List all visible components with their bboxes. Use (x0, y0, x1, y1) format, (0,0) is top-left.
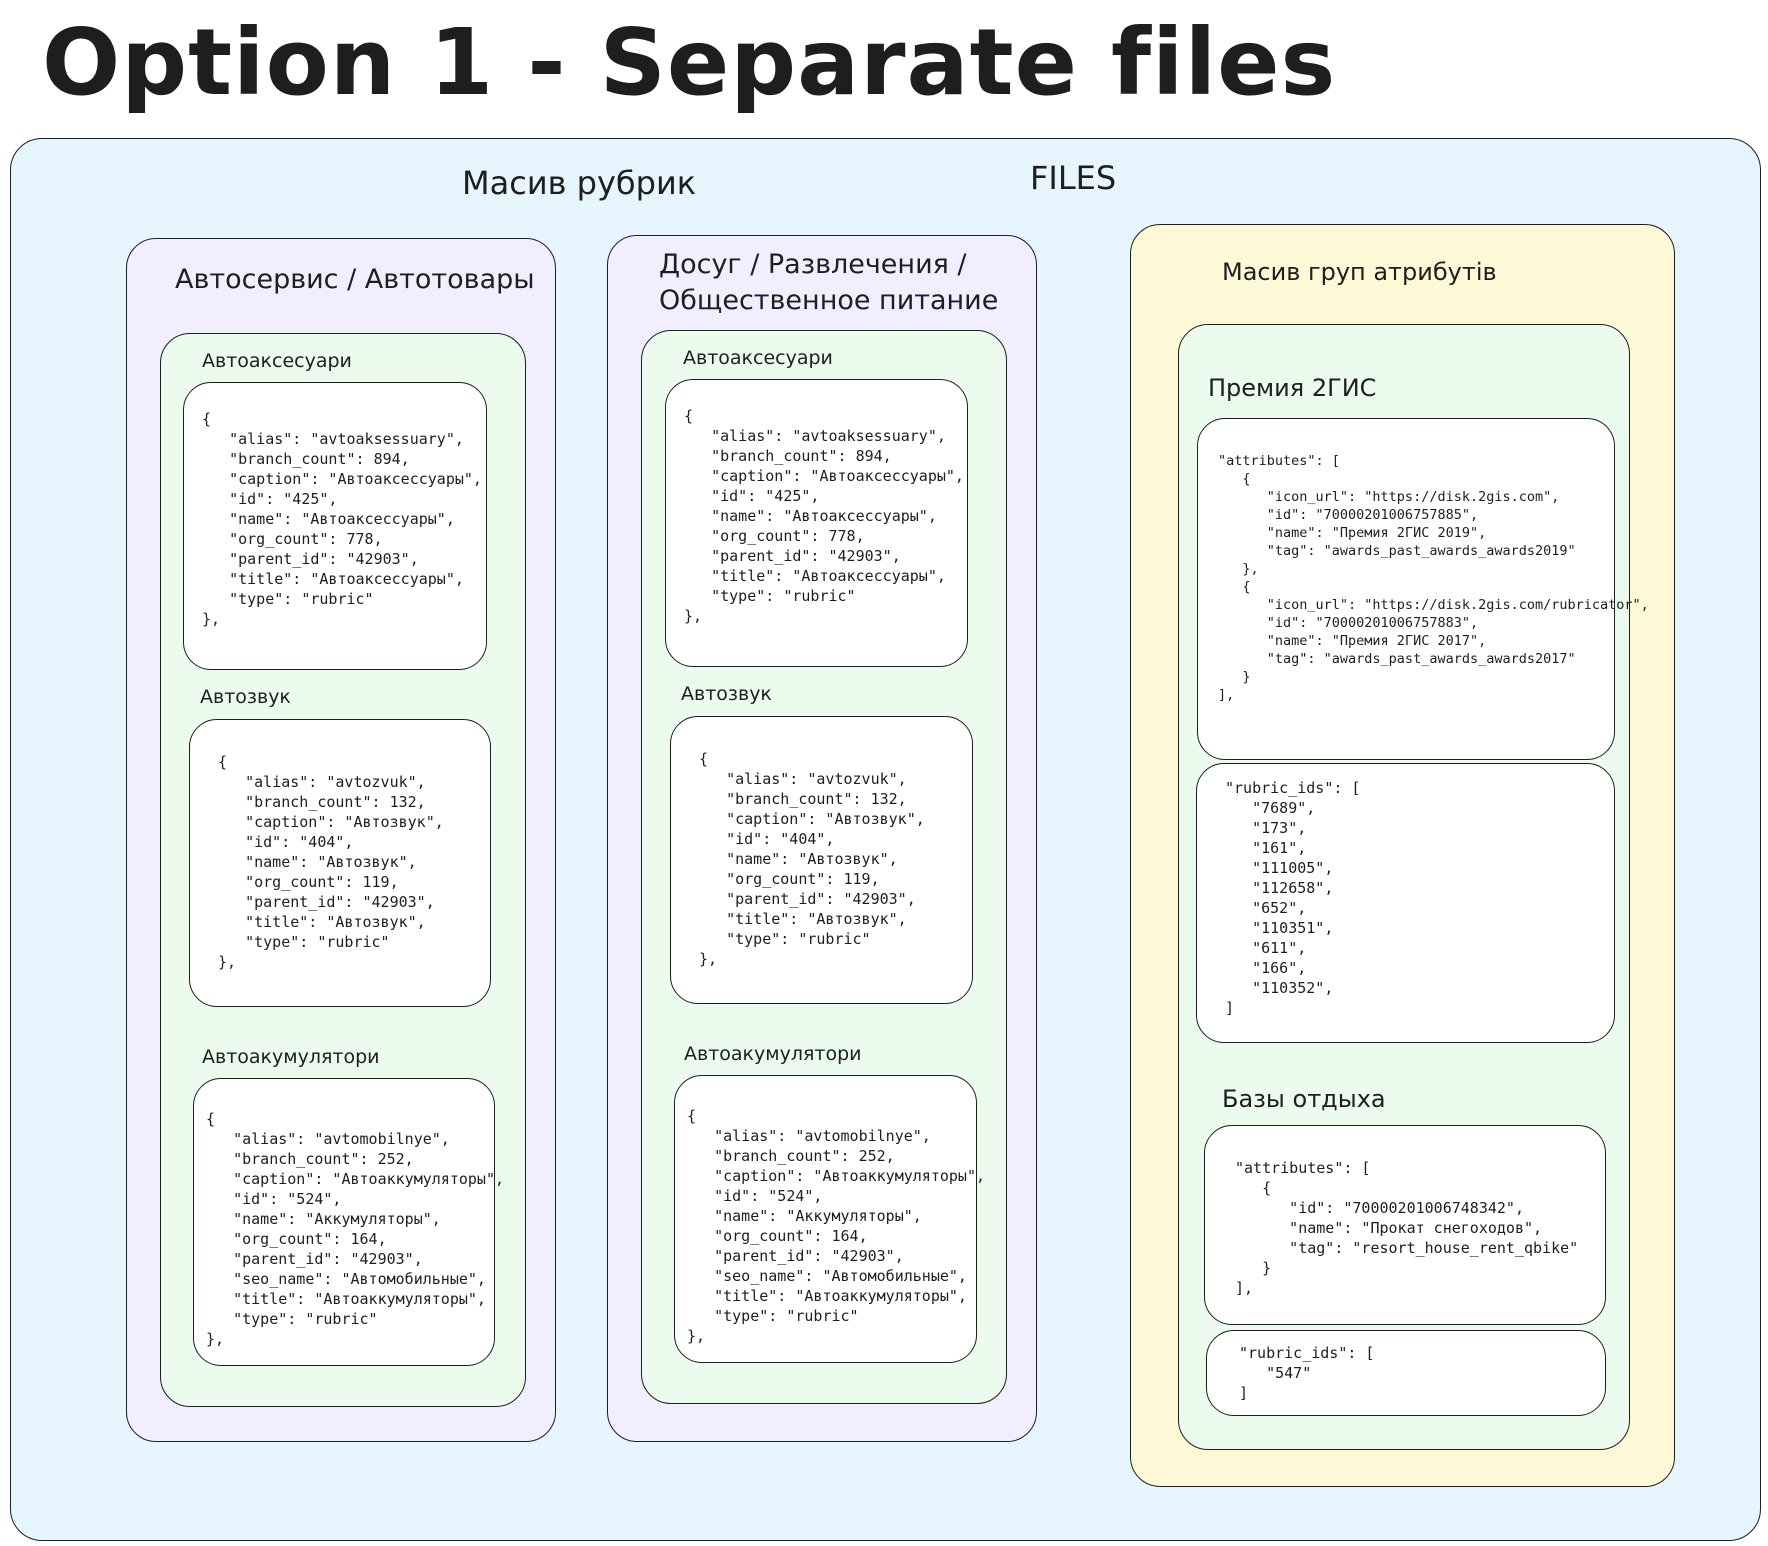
rubric-label: Автоакумулятори (202, 1046, 380, 1068)
rubric-group-2-title: Досуг / Развлечения / Общественное питан… (659, 249, 999, 316)
rubric-json: { "alias": "avtozvuk", "branch_count": 1… (218, 753, 444, 971)
rubric-json-card: { "alias": "avtozvuk", "branch_count": 1… (189, 719, 491, 1007)
rubric-ids-json-card: "rubric_ids": [ "7689", "173", "161", "1… (1196, 763, 1615, 1043)
rubric-group-1-title: Автосервис / Автотовары (175, 264, 535, 295)
attributes-json-card: "attributes": [ { "icon_url": "https://d… (1197, 418, 1649, 760)
rubric-json: { "alias": "avtozvuk", "branch_count": 1… (699, 750, 925, 968)
rubric-json-card: { "alias": "avtoaksessuary", "branch_cou… (665, 379, 968, 667)
rubric-json-card: { "alias": "avtomobilnye", "branch_count… (674, 1075, 986, 1363)
rubric-ids-json: "rubric_ids": [ "547" ] (1239, 1344, 1375, 1402)
attribute-groups-label: Масив груп атрибутів (1222, 258, 1497, 286)
rubric-ids-json-card: "rubric_ids": [ "547" ] (1206, 1330, 1606, 1416)
rubric-label: Автоаксесуари (683, 347, 833, 369)
attributes-json-card: "attributes": [ { "id": "700002010067483… (1204, 1125, 1606, 1325)
rubric-json: { "alias": "avtomobilnye", "branch_count… (206, 1110, 505, 1348)
rubrics-array-label: Масив рубрик (462, 164, 697, 202)
rubric-json: { "alias": "avtomobilnye", "branch_count… (687, 1107, 986, 1345)
attribute-group-title: Премия 2ГИС (1208, 374, 1377, 402)
rubric-label: Автозвук (681, 683, 772, 705)
attributes-json: "attributes": [ { "id": "700002010067483… (1235, 1159, 1579, 1297)
rubric-ids-json: "rubric_ids": [ "7689", "173", "161", "1… (1225, 779, 1361, 1017)
rubric-label: Автозвук (200, 686, 291, 708)
rubric-json: { "alias": "avtoaksessuary", "branch_cou… (684, 407, 964, 625)
rubric-json-card: { "alias": "avtomobilnye", "branch_count… (193, 1078, 505, 1366)
attributes-json: "attributes": [ { "icon_url": "https://d… (1218, 453, 1649, 703)
rubric-json-card: { "alias": "avtozvuk", "branch_count": 1… (670, 716, 973, 1004)
rubric-label: Автоаксесуари (202, 350, 352, 372)
rubric-label: Автоакумулятори (684, 1043, 862, 1065)
rubric-json-card: { "alias": "avtoaksessuary", "branch_cou… (183, 382, 487, 670)
files-label: FILES (1030, 159, 1117, 197)
page-title: Option 1 - Separate files (42, 9, 1337, 116)
attribute-group-title: Базы отдыха (1222, 1085, 1386, 1113)
rubric-json: { "alias": "avtoaksessuary", "branch_cou… (202, 410, 482, 628)
